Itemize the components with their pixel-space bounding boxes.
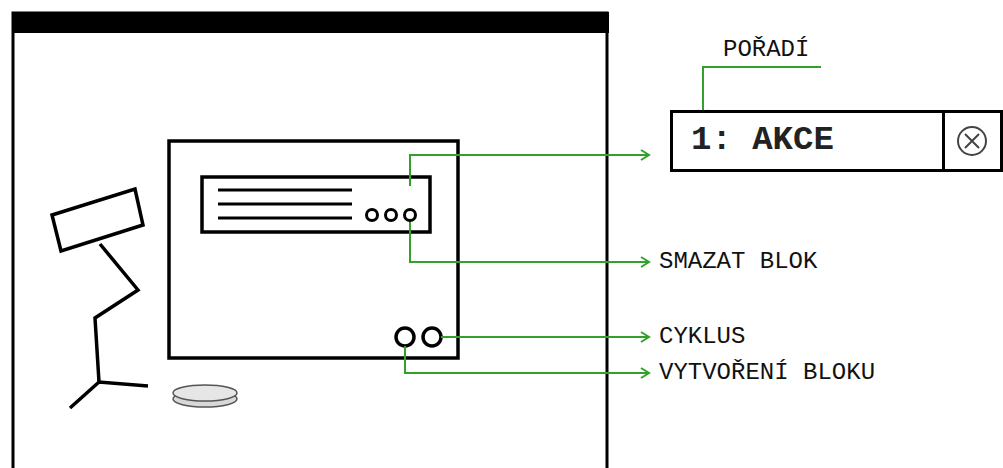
lamp-head	[52, 189, 143, 251]
delete-button	[405, 210, 416, 221]
disc-top	[173, 385, 237, 401]
arrowhead	[641, 332, 649, 342]
leader-line	[405, 346, 648, 373]
action-block: 1: AKCE	[670, 110, 1003, 172]
cycle-button	[423, 328, 441, 346]
arrowhead	[641, 257, 649, 267]
leader-line	[441, 336, 648, 338]
cell-divider	[942, 113, 945, 169]
lamp-arm	[95, 244, 138, 382]
block-panel	[169, 141, 458, 358]
arrowhead	[641, 368, 649, 378]
close-cross	[965, 134, 979, 148]
callout-label: POŘADÍ	[722, 36, 810, 64]
arrowhead	[641, 150, 649, 160]
app-window	[13, 13, 607, 468]
lamp-base	[70, 382, 148, 408]
title-bar	[12, 12, 609, 33]
callout-label: SMAZAT BLOK	[658, 248, 818, 276]
block-title: 1: AKCE	[691, 122, 1000, 159]
create-button	[396, 328, 414, 346]
callout-label: VYTVOŘENÍ BLOKU	[658, 359, 876, 387]
text-line	[218, 203, 352, 206]
block-row	[202, 177, 430, 232]
row-button	[386, 210, 397, 221]
leader-line	[410, 155, 648, 186]
close-cell	[942, 113, 1000, 169]
row-button	[367, 210, 378, 221]
callout-label: CYKLUS	[658, 323, 746, 351]
close-icon	[958, 127, 986, 155]
text-line	[218, 217, 352, 220]
leader-line	[410, 222, 648, 262]
text-line	[218, 189, 352, 192]
